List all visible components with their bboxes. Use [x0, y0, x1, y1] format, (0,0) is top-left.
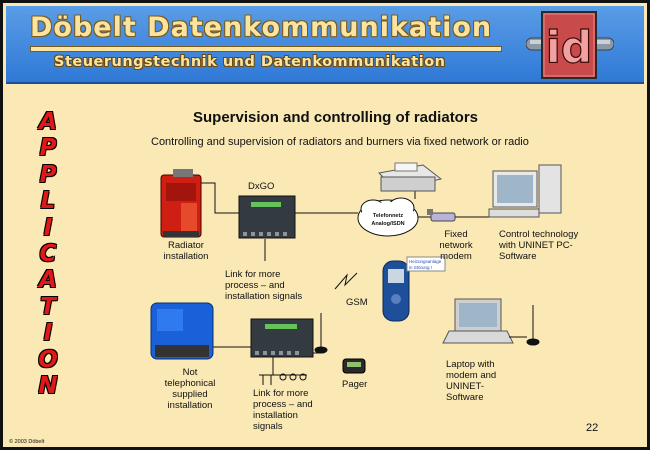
mobile-phone-icon: [382, 260, 410, 322]
vertical-letter: A: [39, 267, 57, 294]
network-diagram: Telefonnetz Analog/ISDN Heiz: [150, 162, 562, 385]
vertical-letter: L: [40, 188, 56, 215]
gsm-label: GSM: [346, 297, 368, 308]
phone-message-1: Heizungsanlage: [409, 259, 442, 264]
dxgo-controller-bottom-icon: [250, 318, 314, 358]
dxgo-controller-icon: [238, 195, 296, 239]
fax-machine-icon: [377, 162, 443, 192]
company-tagline: Steuerungstechnik und Datenkommunikation: [54, 54, 446, 70]
company-name: Döbelt Datenkommunikation: [30, 12, 493, 43]
desktop-computer-icon: [488, 164, 562, 218]
company-logo: id: [526, 11, 614, 79]
logo-letters: id: [546, 22, 593, 73]
antenna-laptop-icon: [509, 305, 540, 346]
slide-subtitle: Controlling and supervision of radiators…: [151, 136, 529, 148]
network-label-1: Telefonnetz: [373, 213, 403, 219]
title-underline: [30, 46, 502, 52]
radiator-boiler-icon: [160, 169, 202, 238]
vertical-letter: I: [43, 214, 53, 241]
blue-installation-icon: [150, 302, 214, 360]
phone-message-bubble: [406, 256, 446, 272]
page-number: 22: [586, 422, 599, 434]
vertical-letter: I: [43, 320, 53, 347]
vertical-letter: N: [38, 373, 58, 400]
header-banner: Döbelt Datenkommunikation Steuerungstech…: [6, 6, 644, 84]
network-label-2: Analog/ISDN: [371, 221, 404, 227]
slide-title: Supervision and controlling of radiators: [193, 109, 479, 126]
vertical-letter: T: [40, 293, 56, 320]
laptop-icon: [442, 298, 514, 344]
antenna-icon: [314, 313, 328, 354]
pager-label: Pager: [342, 379, 368, 390]
vertical-letter: C: [39, 241, 57, 268]
telephone-network-cloud-icon: [357, 197, 419, 237]
modem-icon: [427, 209, 456, 222]
vertical-letter: P: [39, 161, 57, 188]
pager-icon: [342, 358, 366, 374]
copyright-note: © 2003 Döbelt: [9, 439, 45, 445]
dxgo-label: DxGO: [248, 181, 275, 192]
vertical-letter: O: [38, 346, 58, 373]
vertical-letter: A: [39, 109, 57, 135]
vertical-letter: P: [39, 135, 57, 162]
phone-message-2: in Störung !: [409, 265, 432, 270]
sensor-inputs-icon: [259, 373, 307, 385]
gsm-signal-icon: [334, 272, 358, 290]
